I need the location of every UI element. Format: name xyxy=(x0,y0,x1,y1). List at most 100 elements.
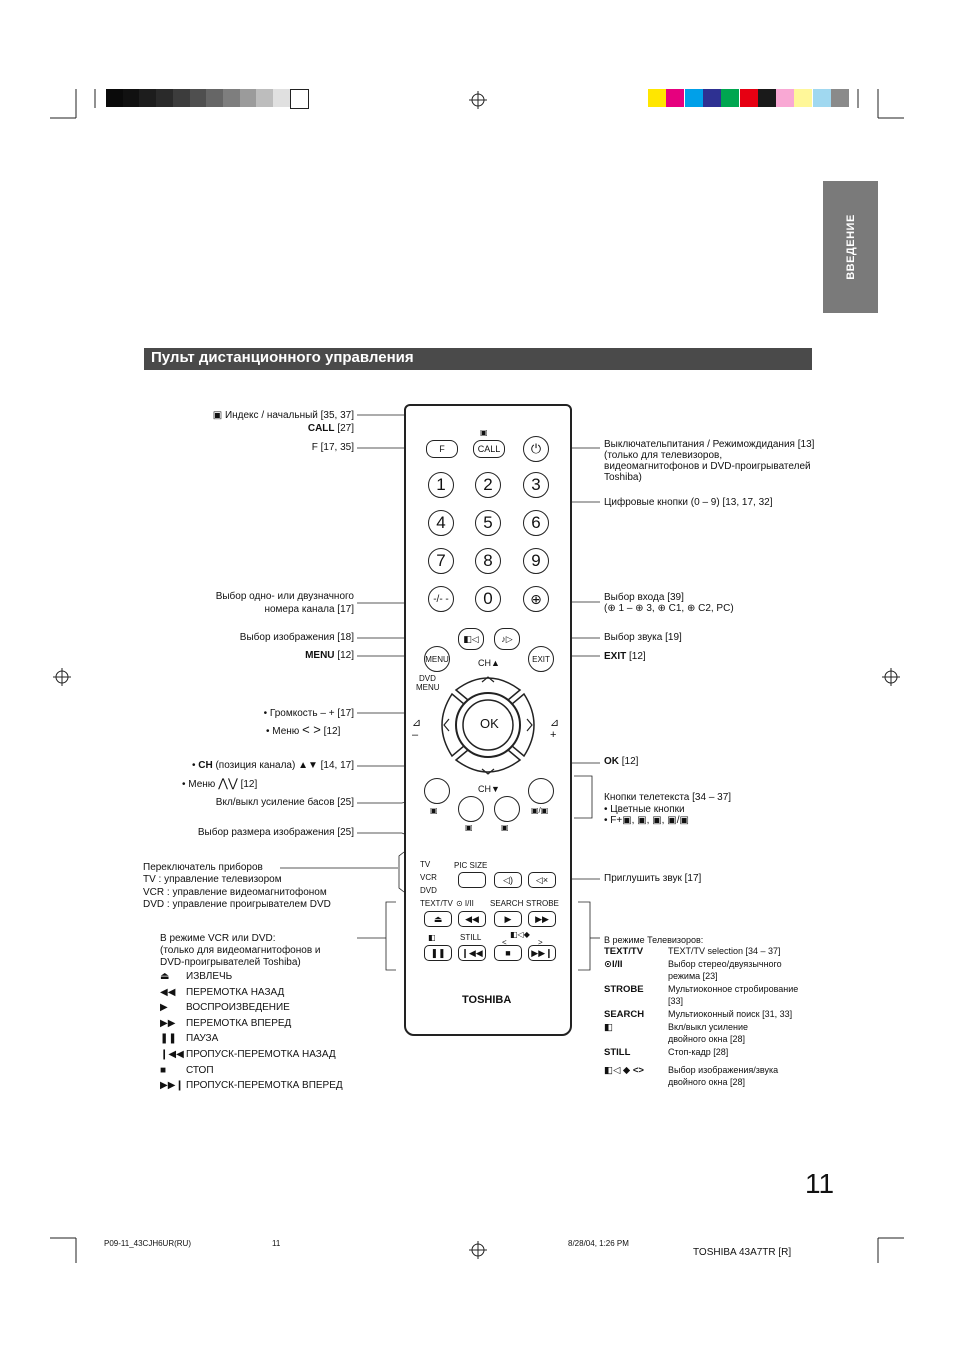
chevron-left-right-icon: < > xyxy=(302,722,321,737)
color-swatch xyxy=(684,89,703,107)
fast-forward-button[interactable]: ▶▶ xyxy=(528,911,556,927)
stereo-label: ⊙ I/II xyxy=(456,899,474,908)
list-item-text: ПРОПУСК-ПЕРЕМОТКА ВПЕРЕД xyxy=(186,1080,343,1092)
label-input-2: (⊕ 1 – ⊕ 3, ⊕ C1, ⊕ C2, PC) xyxy=(604,603,734,614)
tv-function-desc: Мультиоконное стробирование xyxy=(668,984,799,994)
list-item: ▶ВОСПРОИЗВЕДЕНИЕ xyxy=(160,1002,290,1015)
label-ch: • CH (позиция канала) ▲▼ [14, 17] xyxy=(191,760,354,771)
color-swatch xyxy=(757,89,776,107)
teletext-reveal-icon: ▣ xyxy=(465,823,473,832)
play-button[interactable]: ▶ xyxy=(494,911,522,927)
gray-swatch xyxy=(206,89,224,107)
search-label: SEARCH xyxy=(490,899,524,908)
tv-function-desc: Вкл/выкл усиление xyxy=(668,1022,749,1032)
footer-date: 8/28/04, 1:26 PM xyxy=(568,1239,629,1248)
exit-button[interactable]: EXIT xyxy=(528,646,554,672)
stop-button[interactable]: ■ xyxy=(494,945,522,961)
navigation-ring[interactable] xyxy=(438,668,538,782)
green-color-button[interactable] xyxy=(458,796,484,822)
list-item-text: ВОСПРОИЗВЕДЕНИЕ xyxy=(186,1002,290,1014)
digit-3-button[interactable]: 3 xyxy=(523,472,549,498)
digit-7-button[interactable]: 7 xyxy=(428,548,454,574)
section-header: Пульт дистанционного управления xyxy=(144,348,812,370)
still-label: STILL xyxy=(460,933,482,942)
gray-swatch xyxy=(156,89,174,107)
ok-button[interactable]: OK xyxy=(480,716,499,731)
fast-forward-icon: ▶▶ xyxy=(535,913,549,924)
label-switch-3: VCR : управление видеомагнитофоном xyxy=(143,887,327,898)
color-swatch xyxy=(812,89,831,107)
dvd-mode-label: DVD xyxy=(420,886,437,895)
volume-down-icon: ⊿– xyxy=(412,717,422,741)
input-select-button[interactable]: ⊕ xyxy=(523,586,549,612)
yellow-color-button[interactable] xyxy=(528,778,554,804)
power-icon: ⏻ xyxy=(530,441,542,456)
footer-model: TOSHIBA 43A7TR [R] xyxy=(693,1247,792,1258)
label-power-2: (только для телевизоров, xyxy=(604,450,723,461)
label-menu-lr: • Меню < > [12] xyxy=(266,722,341,737)
mute-button[interactable]: ◁× xyxy=(528,872,556,888)
dual-window-icon: ◧ xyxy=(428,933,436,942)
eject-icon: ⏏ xyxy=(433,913,443,924)
pic-size-button[interactable] xyxy=(458,872,486,888)
menu-button[interactable]: MENU xyxy=(424,646,450,672)
label-switch-1: Переключатель приборов xyxy=(143,862,263,873)
sound-mode-button[interactable]: ♪▷ xyxy=(494,628,520,650)
tv-function-desc: TEXT/TV selection [34 – 37] xyxy=(668,946,781,956)
digit-2-button[interactable]: 2 xyxy=(475,472,501,498)
digit-select-button[interactable]: -/- - xyxy=(428,586,454,612)
skip-forward-button[interactable]: ▶▶❙ xyxy=(528,945,556,961)
tv-function-key: ⊙I/II xyxy=(604,959,623,970)
label-teletext-3: • F+▣, ▣, ▣, ▣/▣ xyxy=(604,815,689,826)
f-button[interactable]: F xyxy=(426,440,458,458)
pause-button[interactable]: ❚❚ xyxy=(424,945,452,961)
play-icon: ▶ xyxy=(504,913,512,924)
label-digit-select-1: Выбор одно- или двузначного xyxy=(215,591,354,602)
picture-mode-button[interactable]: ◧◁ xyxy=(458,628,484,650)
chevron-right-icon: > xyxy=(538,938,543,947)
digit-4-button[interactable]: 4 xyxy=(428,510,454,536)
red-color-button[interactable] xyxy=(424,778,450,804)
digit-9-button[interactable]: 9 xyxy=(523,548,549,574)
skip-back-button[interactable]: ❙◀◀ xyxy=(458,945,486,961)
label-call: CALL [27] xyxy=(307,423,354,434)
footer-page: 11 xyxy=(272,1239,281,1248)
color-swatch xyxy=(776,89,795,107)
label-ok: OK [12] xyxy=(604,756,639,767)
digit-1-button[interactable]: 1 xyxy=(428,472,454,498)
color-swatch xyxy=(831,89,849,107)
list-item: ▶▶❙ПРОПУСК-ПЕРЕМОТКА ВПЕРЕД xyxy=(160,1080,343,1093)
blue-color-button[interactable] xyxy=(494,796,520,822)
playback-icon: ▶▶ xyxy=(160,1017,176,1029)
color-swatch xyxy=(739,89,758,107)
label-vcr-2: (только для видеомагнитофонов и xyxy=(160,945,321,956)
playback-icon: ❚❚ xyxy=(160,1033,177,1045)
bass-boost-button[interactable]: ◁) xyxy=(494,872,522,888)
digit-8-button[interactable]: 8 xyxy=(475,548,501,574)
dvd-menu-label-1: DVD xyxy=(419,674,436,683)
tv-function-key: TEXT/TV xyxy=(604,946,644,957)
label-teletext-1: Кнопки телетекста [34 – 37] xyxy=(604,792,732,803)
power-button[interactable]: ⏻ xyxy=(523,436,549,462)
list-item: ❚❚ПАУЗА xyxy=(160,1033,218,1046)
mute-icon: ◁× xyxy=(535,874,549,885)
label-power-3: видеомагнитофонов и DVD-проигрывателей xyxy=(604,461,811,472)
rewind-button[interactable]: ◀◀ xyxy=(458,911,486,927)
list-item: ■СТОП xyxy=(160,1065,214,1078)
call-button[interactable]: CALL xyxy=(473,440,505,458)
label-vcr-1: В режиме VCR или DVD: xyxy=(160,933,276,944)
tv-function-desc: Мультиоконный поиск [31, 33] xyxy=(668,1009,793,1019)
tv-function-key: STROBE xyxy=(604,984,644,995)
chevron-left-icon: < xyxy=(502,938,507,947)
color-swatch xyxy=(794,89,813,107)
stop-icon: ■ xyxy=(505,948,511,958)
eject-button[interactable]: ⏏ xyxy=(424,911,452,927)
brand-logo: TOSHIBA xyxy=(462,994,512,1006)
gray-swatch xyxy=(239,89,257,107)
digit-6-button[interactable]: 6 xyxy=(523,510,549,536)
digit-5-button[interactable]: 5 xyxy=(475,510,501,536)
skip-forward-icon: ▶▶❙ xyxy=(531,947,553,958)
footer-file: P09-11_43CJH6UR(RU) xyxy=(104,1239,191,1248)
digit-0-button[interactable]: 0 xyxy=(475,586,501,612)
